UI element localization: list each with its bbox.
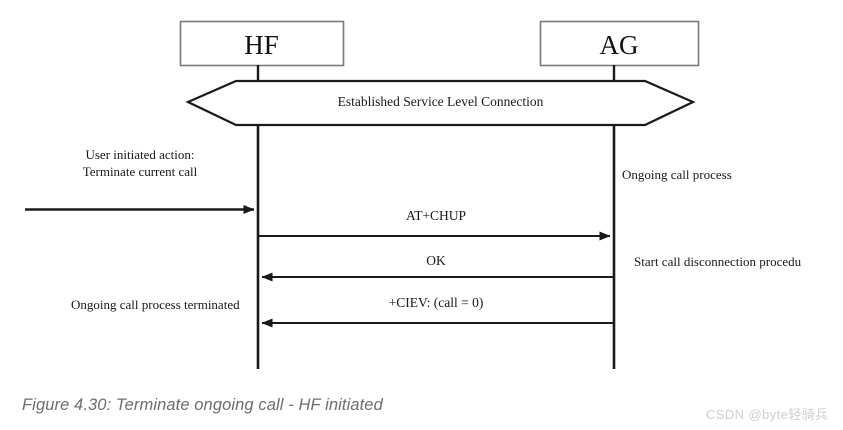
note-user-initiated-action-line2: Terminate current call xyxy=(82,164,198,179)
state-band-label: Established Service Level Connection xyxy=(337,94,544,109)
note-start-call-disconnection: Start call disconnection procedu xyxy=(634,253,801,270)
note-ongoing-call-process-line1: Ongoing call process xyxy=(622,167,732,182)
message-label-ok: OK xyxy=(426,253,446,268)
message-label-ciev: +CIEV: (call = 0) xyxy=(388,295,484,310)
participant-label-hf: HF xyxy=(244,30,279,60)
state-band-hexagon xyxy=(185,79,696,127)
figure-caption: Figure 4.30: Terminate ongoing call - HF… xyxy=(22,396,383,414)
message-label-at-chup: AT+CHUP xyxy=(405,208,467,223)
note-ongoing-call-terminated: Ongoing call process terminated xyxy=(71,296,240,313)
watermark: CSDN @byte轻骑兵 xyxy=(706,407,829,422)
note-start-call-disconnection-line1: Start call disconnection procedu xyxy=(634,254,802,269)
note-ongoing-call-terminated-line1: Ongoing call process terminated xyxy=(71,297,240,312)
note-user-initiated-action-line1: User initiated action: xyxy=(85,147,195,162)
participant-box-ag xyxy=(539,20,700,67)
note-user-initiated-action: User initiated action: Terminate current… xyxy=(35,146,245,180)
note-ongoing-call-process: Ongoing call process xyxy=(622,166,732,183)
participant-box-hf xyxy=(179,20,345,67)
participant-label-ag: AG xyxy=(599,30,639,60)
